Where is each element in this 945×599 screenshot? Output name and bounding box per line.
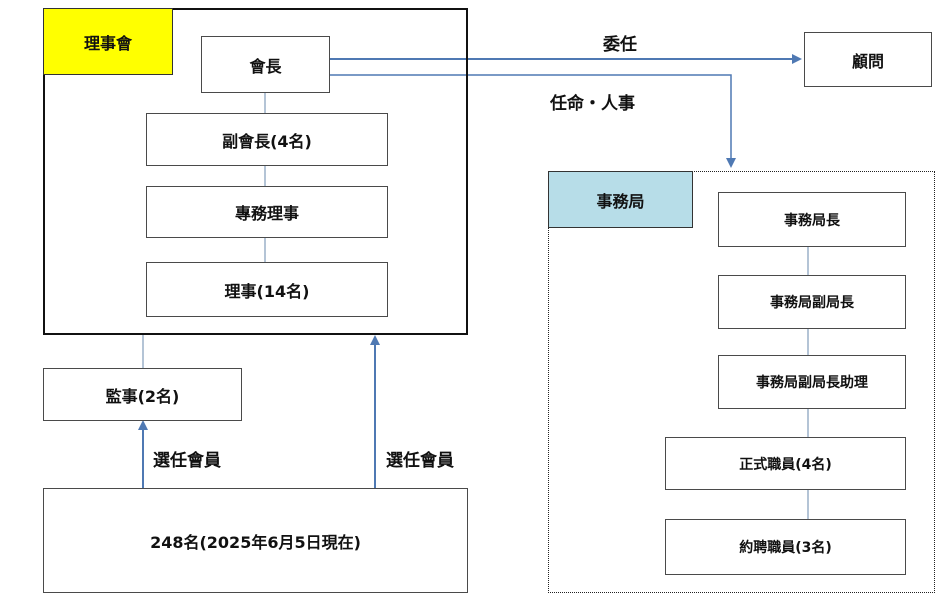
secretariat-item: 事務局長 <box>718 192 906 247</box>
auditor-box: 監事(2名) <box>43 368 242 421</box>
secretariat-item: 事務局副局長 <box>718 275 906 329</box>
secretariat-frame <box>548 171 935 593</box>
members-box: 248名(2025年6月5日現在) <box>43 488 468 593</box>
secretariat-item: 事務局副局長助理 <box>718 355 906 409</box>
secretariat-tag: 事務局 <box>548 171 693 228</box>
vice-chairman-box: 副會長(4名) <box>146 113 388 166</box>
secretariat-item: 正式職員(4名) <box>665 437 906 490</box>
elect-right-label: 選任會員 <box>386 451 454 471</box>
board-tag: 理事會 <box>43 8 173 75</box>
advisor-box: 顧問 <box>804 32 932 87</box>
appointment-label: 任命・人事 <box>550 94 635 114</box>
directors-box: 理事(14名) <box>146 262 388 317</box>
entrust-label: 委任 <box>603 35 637 55</box>
executive-director-box: 專務理事 <box>146 186 388 238</box>
secretariat-item: 約聘職員(3名) <box>665 519 906 575</box>
board-frame <box>43 8 468 335</box>
elect-left-label: 選任會員 <box>153 451 221 471</box>
arrow-chairman-secretariat <box>330 74 736 168</box>
chairman-box: 會長 <box>201 36 330 93</box>
